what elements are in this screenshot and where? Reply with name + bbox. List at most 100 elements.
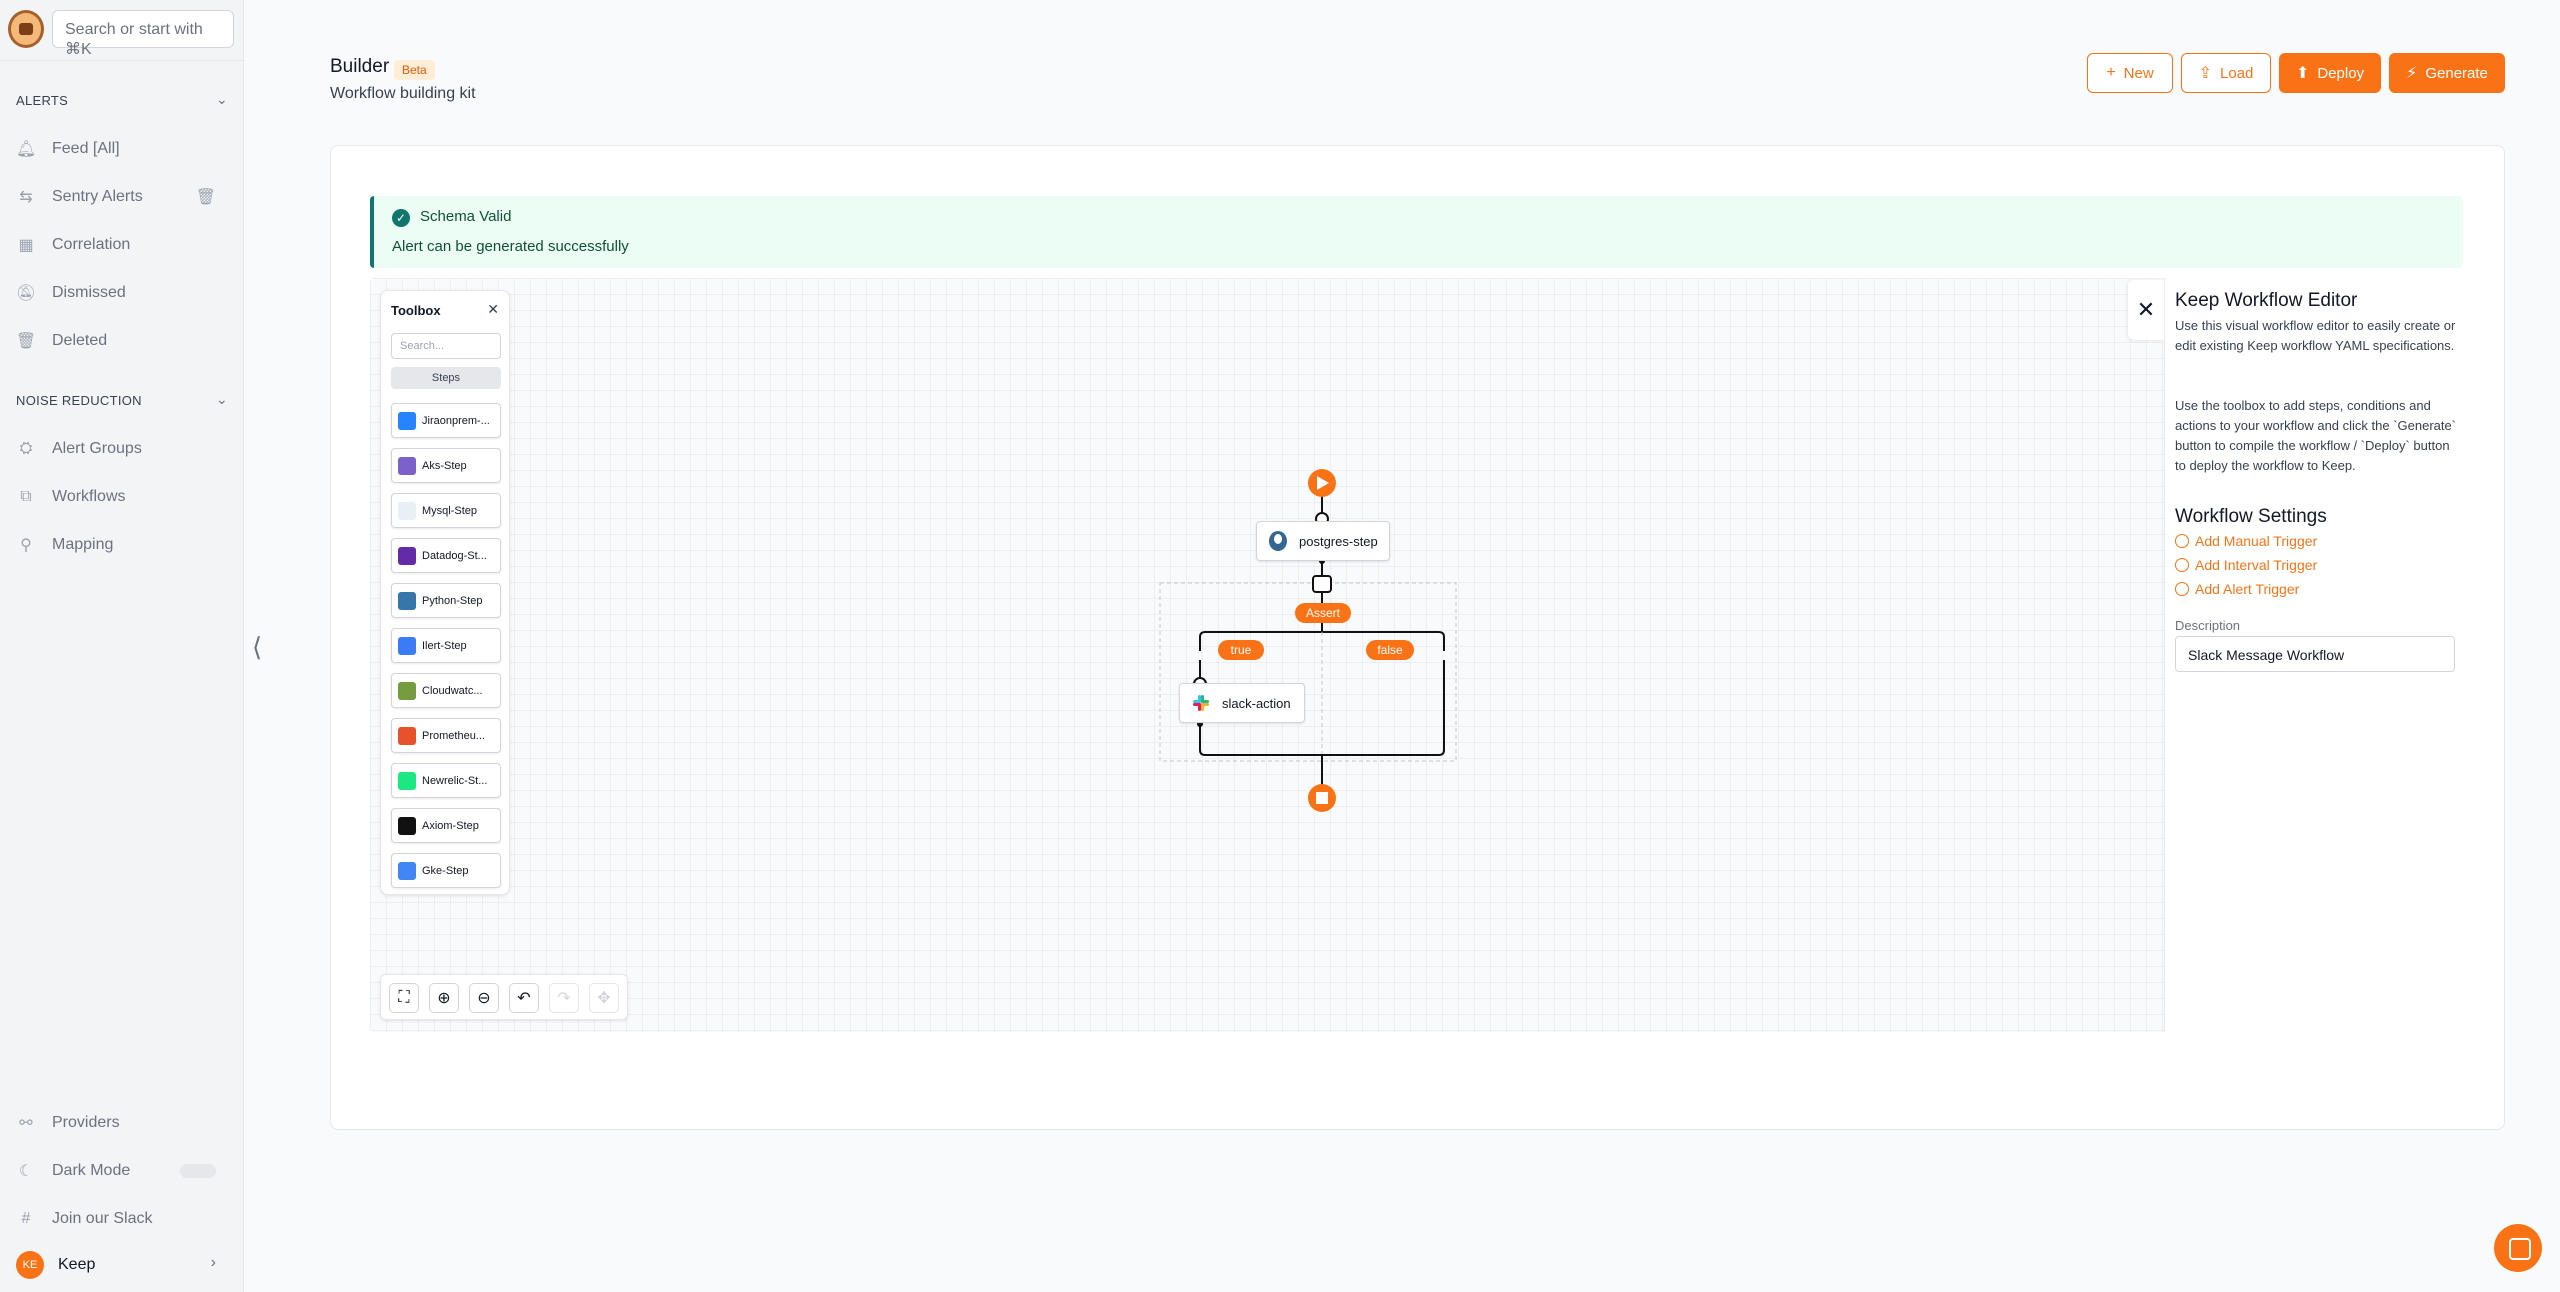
step-provider-icon	[398, 456, 416, 475]
close-icon[interactable]: ✕	[487, 301, 499, 317]
deploy-button[interactable]: ⬆ Deploy	[2279, 53, 2381, 93]
redo-button[interactable]: ↷	[549, 983, 579, 1013]
sidebar-item-label: Deleted	[52, 332, 108, 349]
step-label: Aks-Step	[422, 459, 467, 472]
toolbox-step-item[interactable]: Aks-Step	[391, 448, 501, 483]
avatar: KE	[16, 1251, 44, 1279]
toolbox-step-item[interactable]: Python-Step	[391, 583, 501, 618]
step-provider-icon	[398, 636, 416, 655]
sidebar-item-deleted[interactable]: 🗑︎ Deleted	[16, 326, 228, 356]
toolbox-step-item[interactable]: Axiom-Step	[391, 808, 501, 843]
beta-badge: Beta	[394, 60, 435, 80]
toolbox-step-item[interactable]: Cloudwatc...	[391, 673, 501, 708]
sidebar-item-label: Alert Groups	[52, 440, 142, 457]
step-provider-icon	[398, 591, 416, 610]
toolbox-step-item[interactable]: Datadog-St...	[391, 538, 501, 573]
flow-connectors	[1159, 469, 1457, 812]
sidebar-item-feed[interactable]: 🔔︎ Feed [All]	[16, 134, 228, 164]
deploy-button-label: Deploy	[2317, 64, 2365, 82]
step-provider-icon	[398, 771, 416, 790]
move-button[interactable]: ✥	[589, 983, 619, 1013]
toolbox-step-item[interactable]: Gke-Step	[391, 853, 501, 888]
zoom-out-icon: ⊖	[477, 990, 491, 1007]
deploy-icon: ⬆	[2295, 65, 2310, 82]
load-button[interactable]: ⇪ Load	[2181, 53, 2271, 93]
sidebar-collapse-button[interactable]: ⟨	[252, 632, 263, 662]
noise-reduction-section-header[interactable]: NOISE REDUCTION ⌄	[16, 391, 228, 408]
noise-section-label: NOISE REDUCTION	[16, 393, 142, 408]
dark-mode-toggle[interactable]: ☾ Dark Mode	[16, 1156, 228, 1186]
postgres-step-label: postgres-step	[1299, 533, 1378, 549]
panel-instructions: Use the toolbox to add steps, conditions…	[2175, 398, 2457, 473]
undo-button[interactable]: ↶	[509, 983, 539, 1013]
sidebar-item-mapping[interactable]: ⚲ Mapping	[16, 530, 228, 560]
assert-badge: Assert	[1295, 603, 1351, 623]
sidebar-item-providers[interactable]: ⚯ Providers	[16, 1108, 228, 1138]
clock-icon	[2175, 558, 2189, 572]
bell-off-icon: 🔕︎	[15, 285, 37, 302]
zoom-out-button[interactable]: ⊖	[469, 983, 499, 1013]
slack-action-label: slack-action	[1222, 695, 1291, 711]
fit-view-button[interactable]: ⛶	[389, 983, 419, 1013]
workflow-canvas[interactable]	[370, 278, 2463, 1032]
sidebar-item-correlation[interactable]: ▦ Correlation	[16, 230, 228, 260]
toolbox-step-item[interactable]: Mysql-Step	[391, 493, 501, 528]
slack-action-node[interactable]: slack-action	[1179, 683, 1305, 723]
moon-icon: ☾	[18, 1163, 34, 1180]
postgres-step-node[interactable]: postgres-step	[1256, 521, 1390, 561]
stop-icon	[1316, 792, 1328, 804]
slack-icon: #	[21, 1210, 31, 1227]
keep-logo[interactable]	[8, 10, 44, 48]
alerts-section-label: ALERTS	[16, 93, 69, 108]
alerts-section-header[interactable]: ALERTS ⌄	[16, 91, 228, 108]
description-input[interactable]: Slack Message Workflow	[2175, 636, 2455, 672]
toolbox-step-item[interactable]: Jiraonprem-...	[391, 403, 501, 438]
dark-mode-label: Dark Mode	[52, 1162, 131, 1179]
close-panel-button[interactable]: ✕	[2128, 280, 2164, 340]
zoom-in-button[interactable]: ⊕	[429, 983, 459, 1013]
slack-icon	[1193, 695, 1209, 711]
plug-icon: ⚯	[19, 1115, 33, 1132]
trash-icon[interactable]: 🗑︎	[195, 189, 216, 206]
group-icon: ⛭	[19, 440, 33, 457]
postgres-icon	[1269, 531, 1287, 551]
toolbox-step-item[interactable]: Prometheu...	[391, 718, 501, 753]
toolbox-step-item[interactable]: Newrelic-St...	[391, 763, 501, 798]
tab-steps[interactable]: Steps	[391, 367, 501, 389]
add-interval-trigger-link[interactable]: Add Interval Trigger	[2175, 557, 2317, 573]
new-button[interactable]: + New	[2087, 53, 2173, 93]
false-branch-badge: false	[1366, 640, 1414, 660]
trash-icon: 🗑︎	[15, 333, 37, 350]
search-input[interactable]: Search or start with ⌘K	[52, 10, 234, 58]
sidebar-item-label: Providers	[52, 1114, 120, 1131]
toolbox-search-input[interactable]: Search...	[391, 333, 501, 359]
chat-support-button[interactable]	[2494, 1224, 2542, 1272]
fit-view-icon: ⛶	[398, 989, 410, 1006]
correlation-icon: ▦	[18, 237, 34, 254]
sidebar-item-label: Feed [All]	[52, 140, 120, 157]
generate-button[interactable]: ⚡︎ Generate	[2389, 53, 2505, 93]
sidebar-item-label: Mapping	[52, 536, 114, 553]
new-button-label: New	[2123, 64, 2154, 82]
dark-mode-switch[interactable]	[180, 1164, 216, 1178]
step-label: Mysql-Step	[422, 504, 478, 517]
sidebar-item-dismissed[interactable]: 🔕︎ Dismissed	[16, 278, 228, 308]
user-menu[interactable]: KE Keep ›	[16, 1250, 228, 1280]
step-provider-icon	[398, 726, 416, 745]
chevron-down-icon: ⌄	[215, 91, 228, 107]
add-manual-trigger-link[interactable]: Add Manual Trigger	[2175, 533, 2317, 549]
condition-icon	[1312, 575, 1332, 593]
play-icon	[1317, 476, 1329, 490]
sidebar-item-alert-groups[interactable]: ⛭ Alert Groups	[16, 434, 228, 464]
add-alert-trigger-link[interactable]: Add Alert Trigger	[2175, 581, 2299, 597]
sidebar-item-workflows[interactable]: ⧉ Workflows	[16, 482, 228, 512]
step-provider-icon	[398, 816, 416, 835]
toolbox-step-item[interactable]: Ilert-Step	[391, 628, 501, 663]
load-button-label: Load	[2220, 64, 2254, 82]
step-label: Python-Step	[422, 594, 483, 607]
step-label: Cloudwatc...	[422, 684, 483, 697]
toolbox-title: Toolbox	[391, 303, 441, 318]
sidebar: Search or start with ⌘K ALERTS ⌄ 🔔︎ Feed…	[0, 0, 244, 1292]
join-slack-link[interactable]: # Join our Slack	[16, 1204, 228, 1234]
sidebar-item-sentry-alerts[interactable]: ⇆ Sentry Alerts 🗑︎	[16, 182, 228, 212]
